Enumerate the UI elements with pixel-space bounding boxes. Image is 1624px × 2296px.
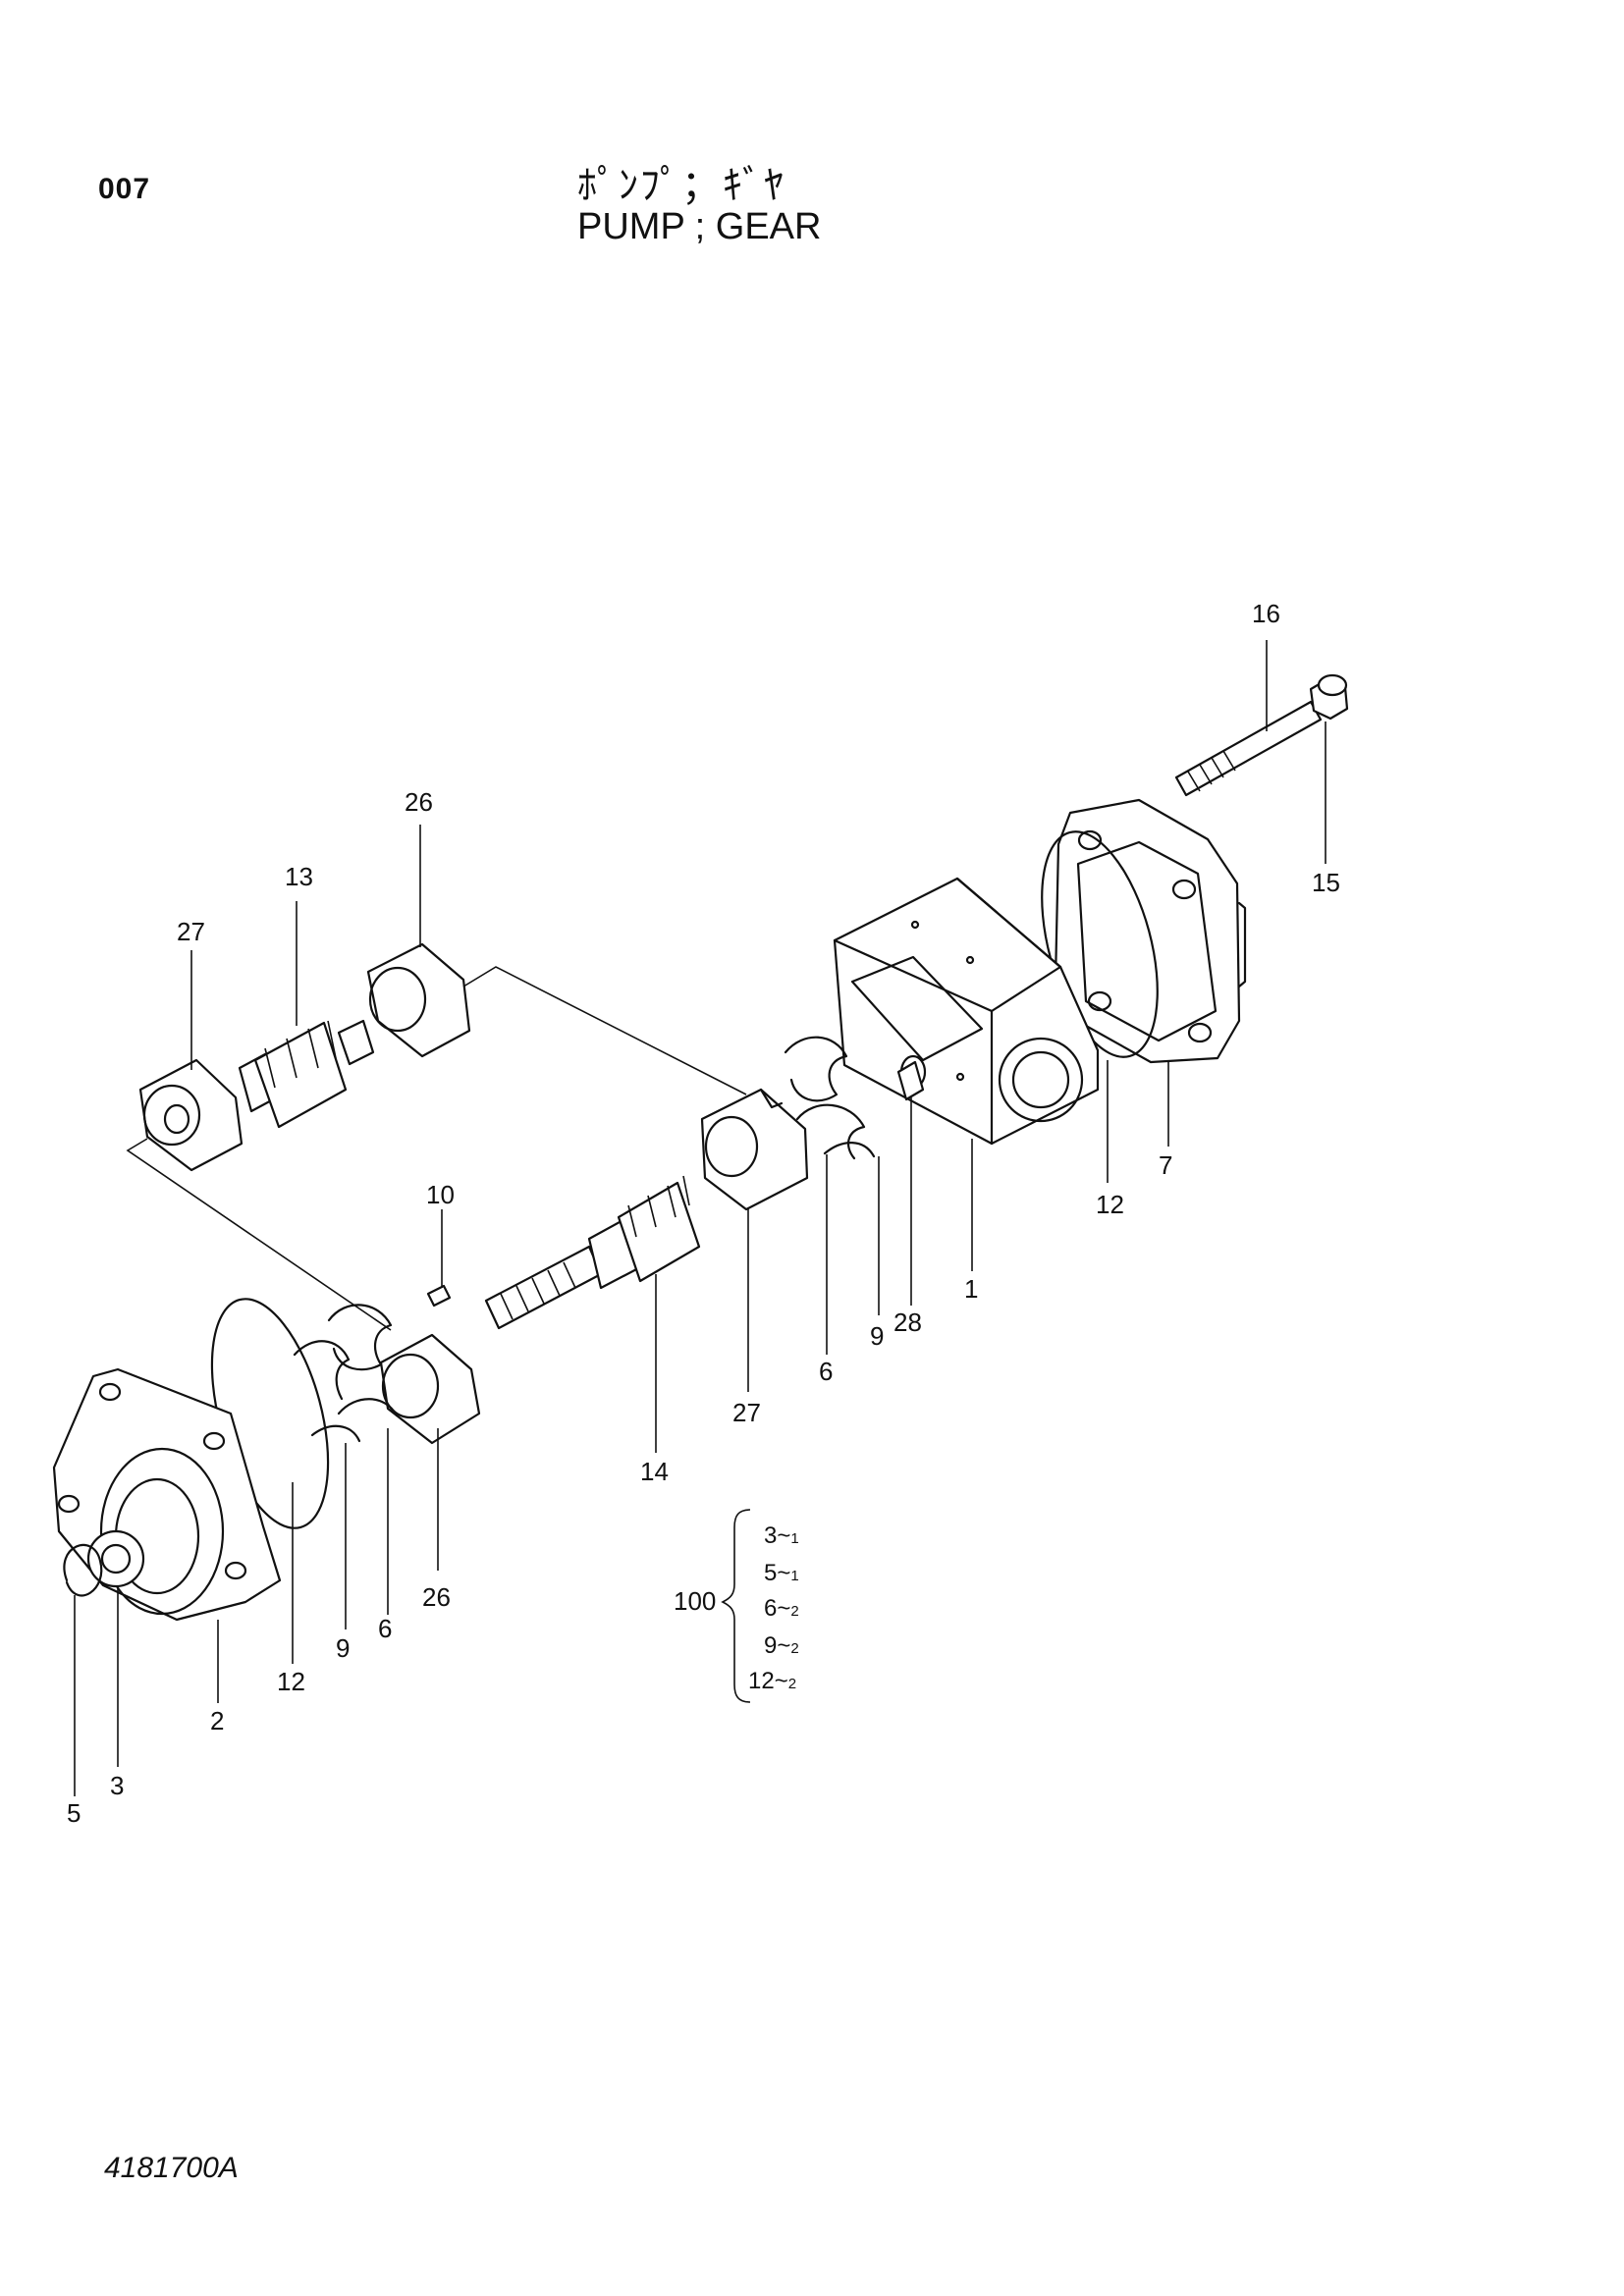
callout-14: 14 [640,1457,669,1486]
kit-brace [721,1509,751,1703]
driven-gear-part [238,1019,375,1129]
kit-breakdown: 100 3~1 5~1 6~2 9~2 12~2 [674,1509,799,1703]
callout-26-lower: 26 [422,1582,451,1612]
kit-number: 100 [674,1586,716,1616]
bushing-left-part [138,1058,244,1172]
front-cover-part [52,1367,282,1622]
kit-item-1: 3~1 [764,1522,799,1549]
callout-12-left: 12 [277,1667,305,1696]
callout-28: 28 [893,1308,922,1337]
bolt-part [1174,673,1349,797]
callout-13: 13 [285,862,313,891]
kit-item-5: 12~2 [748,1668,796,1694]
page-title-japanese: ﾎﾟﾝﾌﾟ；ｷﾞﾔ [577,163,785,208]
bushing-upper-part [366,942,471,1058]
callout-6-right: 6 [819,1357,833,1386]
callout-2: 2 [210,1706,224,1735]
dowel-pin-part [896,1060,925,1101]
oil-seal-inner-part [100,1543,132,1575]
callout-6-left: 6 [378,1614,392,1643]
snap-ring-part [63,1543,103,1597]
key-part [426,1284,452,1308]
callout-5: 5 [67,1798,81,1828]
callout-15: 15 [1312,868,1340,897]
kit-item-2: 5~1 [764,1560,799,1586]
kit-item-4: 9~2 [764,1632,799,1659]
callout-27-center: 27 [732,1398,761,1427]
callout-10: 10 [426,1180,455,1209]
bushing-lower-part [379,1333,481,1445]
alignment-line [126,966,747,1331]
callout-7: 7 [1159,1150,1172,1180]
oil-seal-part [86,1529,145,1588]
callout-9-left: 9 [336,1633,350,1663]
seal-left-part [293,1304,399,1443]
callout-12-right: 12 [1096,1190,1124,1219]
document-id: 4181700A [104,2152,239,2184]
callout-9-right: 9 [870,1321,884,1351]
leader-lines [74,640,1326,1796]
callout-27-left: 27 [177,917,205,946]
callout-16: 16 [1252,599,1280,628]
seal-right-part [784,1036,876,1160]
callout-1: 1 [964,1274,978,1304]
rear-cover-part [1054,798,1247,1064]
bushing-center-part [700,1088,809,1211]
page-number: 007 [98,173,151,205]
callout-labels: 16 15 7 12 1 28 9 6 27 14 10 26 6 9 12 2… [67,599,1340,1828]
page-title: PUMP ; GEAR [577,206,822,247]
drive-gear-shaft-part [484,1175,701,1330]
callout-3: 3 [110,1771,124,1800]
kit-item-3: 6~2 [764,1595,799,1622]
callout-26-upper: 26 [405,787,433,817]
